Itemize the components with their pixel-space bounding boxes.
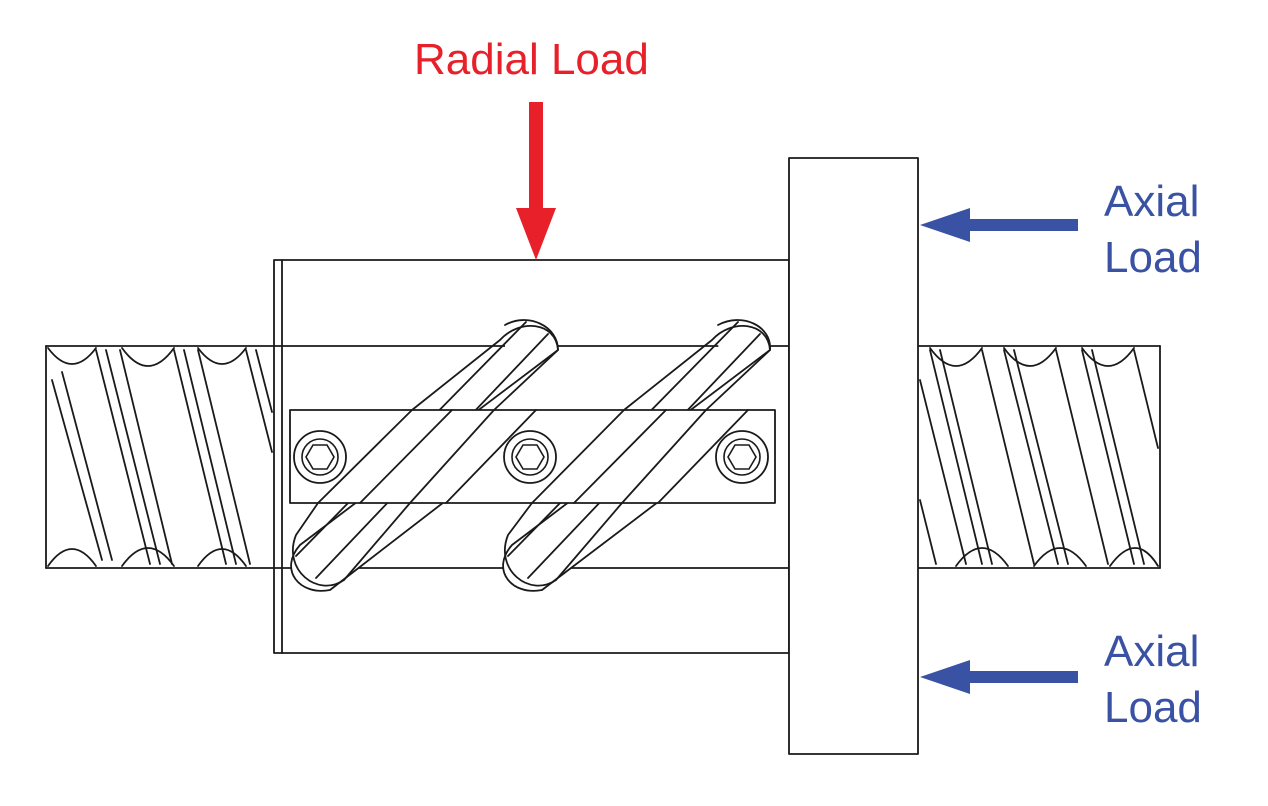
- hex-bolt-icon: [293, 430, 347, 484]
- axial-load-arrow-top: [920, 208, 1078, 242]
- axial-load-label-bottom-line1: Axial: [1104, 627, 1200, 676]
- radial-load-arrow: [516, 102, 556, 260]
- hex-bolt-icon: [715, 430, 769, 484]
- axial-load-label-top-line1: Axial: [1104, 177, 1200, 226]
- axial-load-label-bottom-line2: Load: [1104, 683, 1202, 732]
- axial-load-arrow-bottom: [920, 660, 1078, 694]
- axial-load-label-top-line2: Load: [1104, 233, 1202, 282]
- screw-shaft-left: [45, 345, 275, 569]
- hex-bolt-icon: [503, 430, 557, 484]
- flange: [788, 157, 919, 755]
- screw-shaft-right: [917, 345, 1161, 569]
- radial-load-label: Radial Load: [414, 35, 649, 84]
